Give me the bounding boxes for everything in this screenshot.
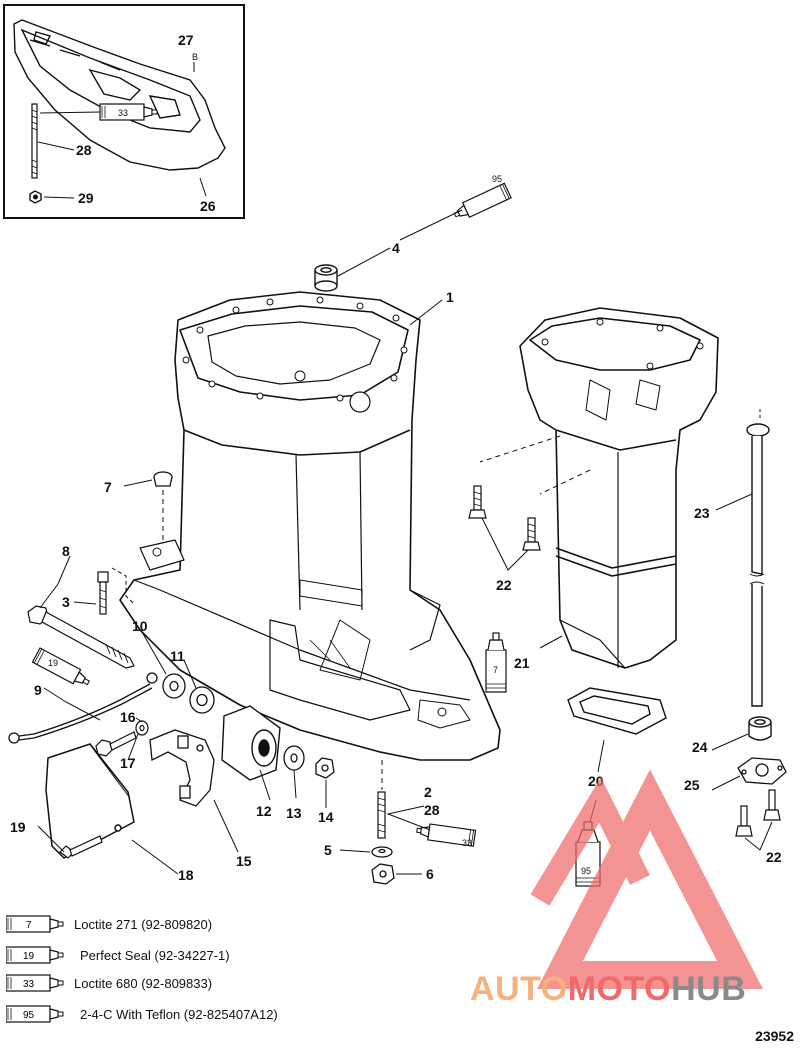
anode-12 xyxy=(221,705,281,781)
lubricant-tube-icon: 19 xyxy=(6,946,64,964)
callout-10: 10 xyxy=(132,618,148,634)
callout-2: 2 xyxy=(424,784,432,800)
automotohub-logo-icon xyxy=(530,769,763,989)
tube-33-bottom xyxy=(416,823,477,847)
legend-text: Loctite 271 (92-809820) xyxy=(74,916,213,932)
callout-19: 19 xyxy=(10,819,26,835)
callout-5: 5 xyxy=(324,842,332,858)
callout-7: 7 xyxy=(104,479,112,495)
washer-17 xyxy=(135,720,149,736)
lubricant-tube-icon: 7 xyxy=(6,915,64,933)
callout-18: 18 xyxy=(178,867,194,883)
watermark-text: AUTOMOTOHUB xyxy=(470,970,747,1008)
callout-27: 27 xyxy=(178,32,194,48)
screw-19 xyxy=(59,835,103,859)
callout-21: 21 xyxy=(514,655,530,671)
grommet-4 xyxy=(314,264,338,292)
svg-text:7: 7 xyxy=(26,920,32,931)
callout-17: 17 xyxy=(120,755,136,771)
inset-detail: 33 27 B 28 29 26 xyxy=(3,4,245,219)
callout-22-bottom: 22 xyxy=(766,849,782,865)
nut-29 xyxy=(29,190,42,204)
callout-6: 6 xyxy=(426,866,434,882)
svg-text:19: 19 xyxy=(23,951,35,962)
clamp-15 xyxy=(149,729,215,807)
washer-10 xyxy=(162,673,186,699)
legend-text: 2-4-C With Teflon (92-825407A12) xyxy=(80,1006,278,1022)
callout-16: 16 xyxy=(120,709,136,725)
callout-22-top: 22 xyxy=(496,577,512,593)
nut-14 xyxy=(315,757,335,779)
tube-label-33-bottom: 33 xyxy=(462,838,472,848)
legend-row-33: 33 Loctite 680 (92-809833) xyxy=(6,973,212,993)
callout-24: 24 xyxy=(692,739,708,755)
retainer-25 xyxy=(737,757,787,785)
screw-22-bottom xyxy=(735,789,781,837)
tube-label-95-top: 95 xyxy=(492,174,502,184)
wear-plate-26 xyxy=(13,19,226,171)
lubricant-tube-icon: 95 xyxy=(6,1005,64,1023)
figure-number: 23952 xyxy=(755,1028,794,1044)
tube-label-95-bottom: 95 xyxy=(581,866,591,876)
washer-5 xyxy=(371,846,393,858)
legend-row-95: 95 2-4-C With Teflon (92-825407A12) xyxy=(6,1004,278,1024)
callout-26: 26 xyxy=(200,198,216,214)
screw-22-left xyxy=(468,485,487,519)
callout-8: 8 xyxy=(62,543,70,559)
tube-95-top xyxy=(453,182,512,219)
callout-13: 13 xyxy=(286,805,302,821)
callout-14: 14 xyxy=(318,809,334,825)
tube-label-19: 19 xyxy=(48,658,58,668)
seal-20 xyxy=(567,687,667,735)
stud-28 xyxy=(377,791,386,839)
callout-4: 4 xyxy=(392,240,400,256)
lubricant-tube-icon: 33 xyxy=(6,974,64,992)
legend-text: Loctite 680 (92-809833) xyxy=(74,975,213,991)
stud-28 xyxy=(31,103,38,179)
svg-text:33: 33 xyxy=(23,979,35,990)
callout-15: 15 xyxy=(236,853,252,869)
plug-7 xyxy=(153,471,173,487)
water-tube-23 xyxy=(746,423,770,707)
callout-23: 23 xyxy=(694,505,710,521)
callout-25: 25 xyxy=(684,777,700,793)
tube-19 xyxy=(31,647,90,686)
washer-13 xyxy=(283,745,305,771)
callout-1: 1 xyxy=(446,289,454,305)
callout-12: 12 xyxy=(256,803,272,819)
inset-mark-b: B xyxy=(192,52,198,62)
washer-11 xyxy=(189,686,215,714)
callout-3: 3 xyxy=(62,594,70,610)
callout-28-inset: 28 xyxy=(76,142,92,158)
legend-row-7: 7 Loctite 271 (92-809820) xyxy=(6,914,212,934)
callout-28: 28 xyxy=(424,802,440,818)
exhaust-tube-21 xyxy=(519,307,719,669)
tube-7 xyxy=(485,632,507,693)
screw-16 xyxy=(95,731,137,757)
tube-label-33-inset: 33 xyxy=(118,108,128,118)
screw-22-right xyxy=(522,517,541,551)
ground-cable-9 xyxy=(8,672,158,744)
seal-24 xyxy=(748,716,772,741)
leader-lines xyxy=(37,299,753,875)
legend-text: Perfect Seal (92-34227-1) xyxy=(80,947,230,963)
tube-label-7: 7 xyxy=(493,665,498,675)
nut-6 xyxy=(371,863,395,885)
bolt-8 xyxy=(27,605,135,669)
callout-29: 29 xyxy=(78,190,94,206)
callout-9: 9 xyxy=(34,682,42,698)
legend-row-19: 19 Perfect Seal (92-34227-1) xyxy=(6,945,230,965)
callout-11: 11 xyxy=(170,648,185,664)
driveshaft-housing-1 xyxy=(119,291,501,761)
svg-text:95: 95 xyxy=(23,1010,35,1021)
bolt-3 xyxy=(97,571,109,615)
